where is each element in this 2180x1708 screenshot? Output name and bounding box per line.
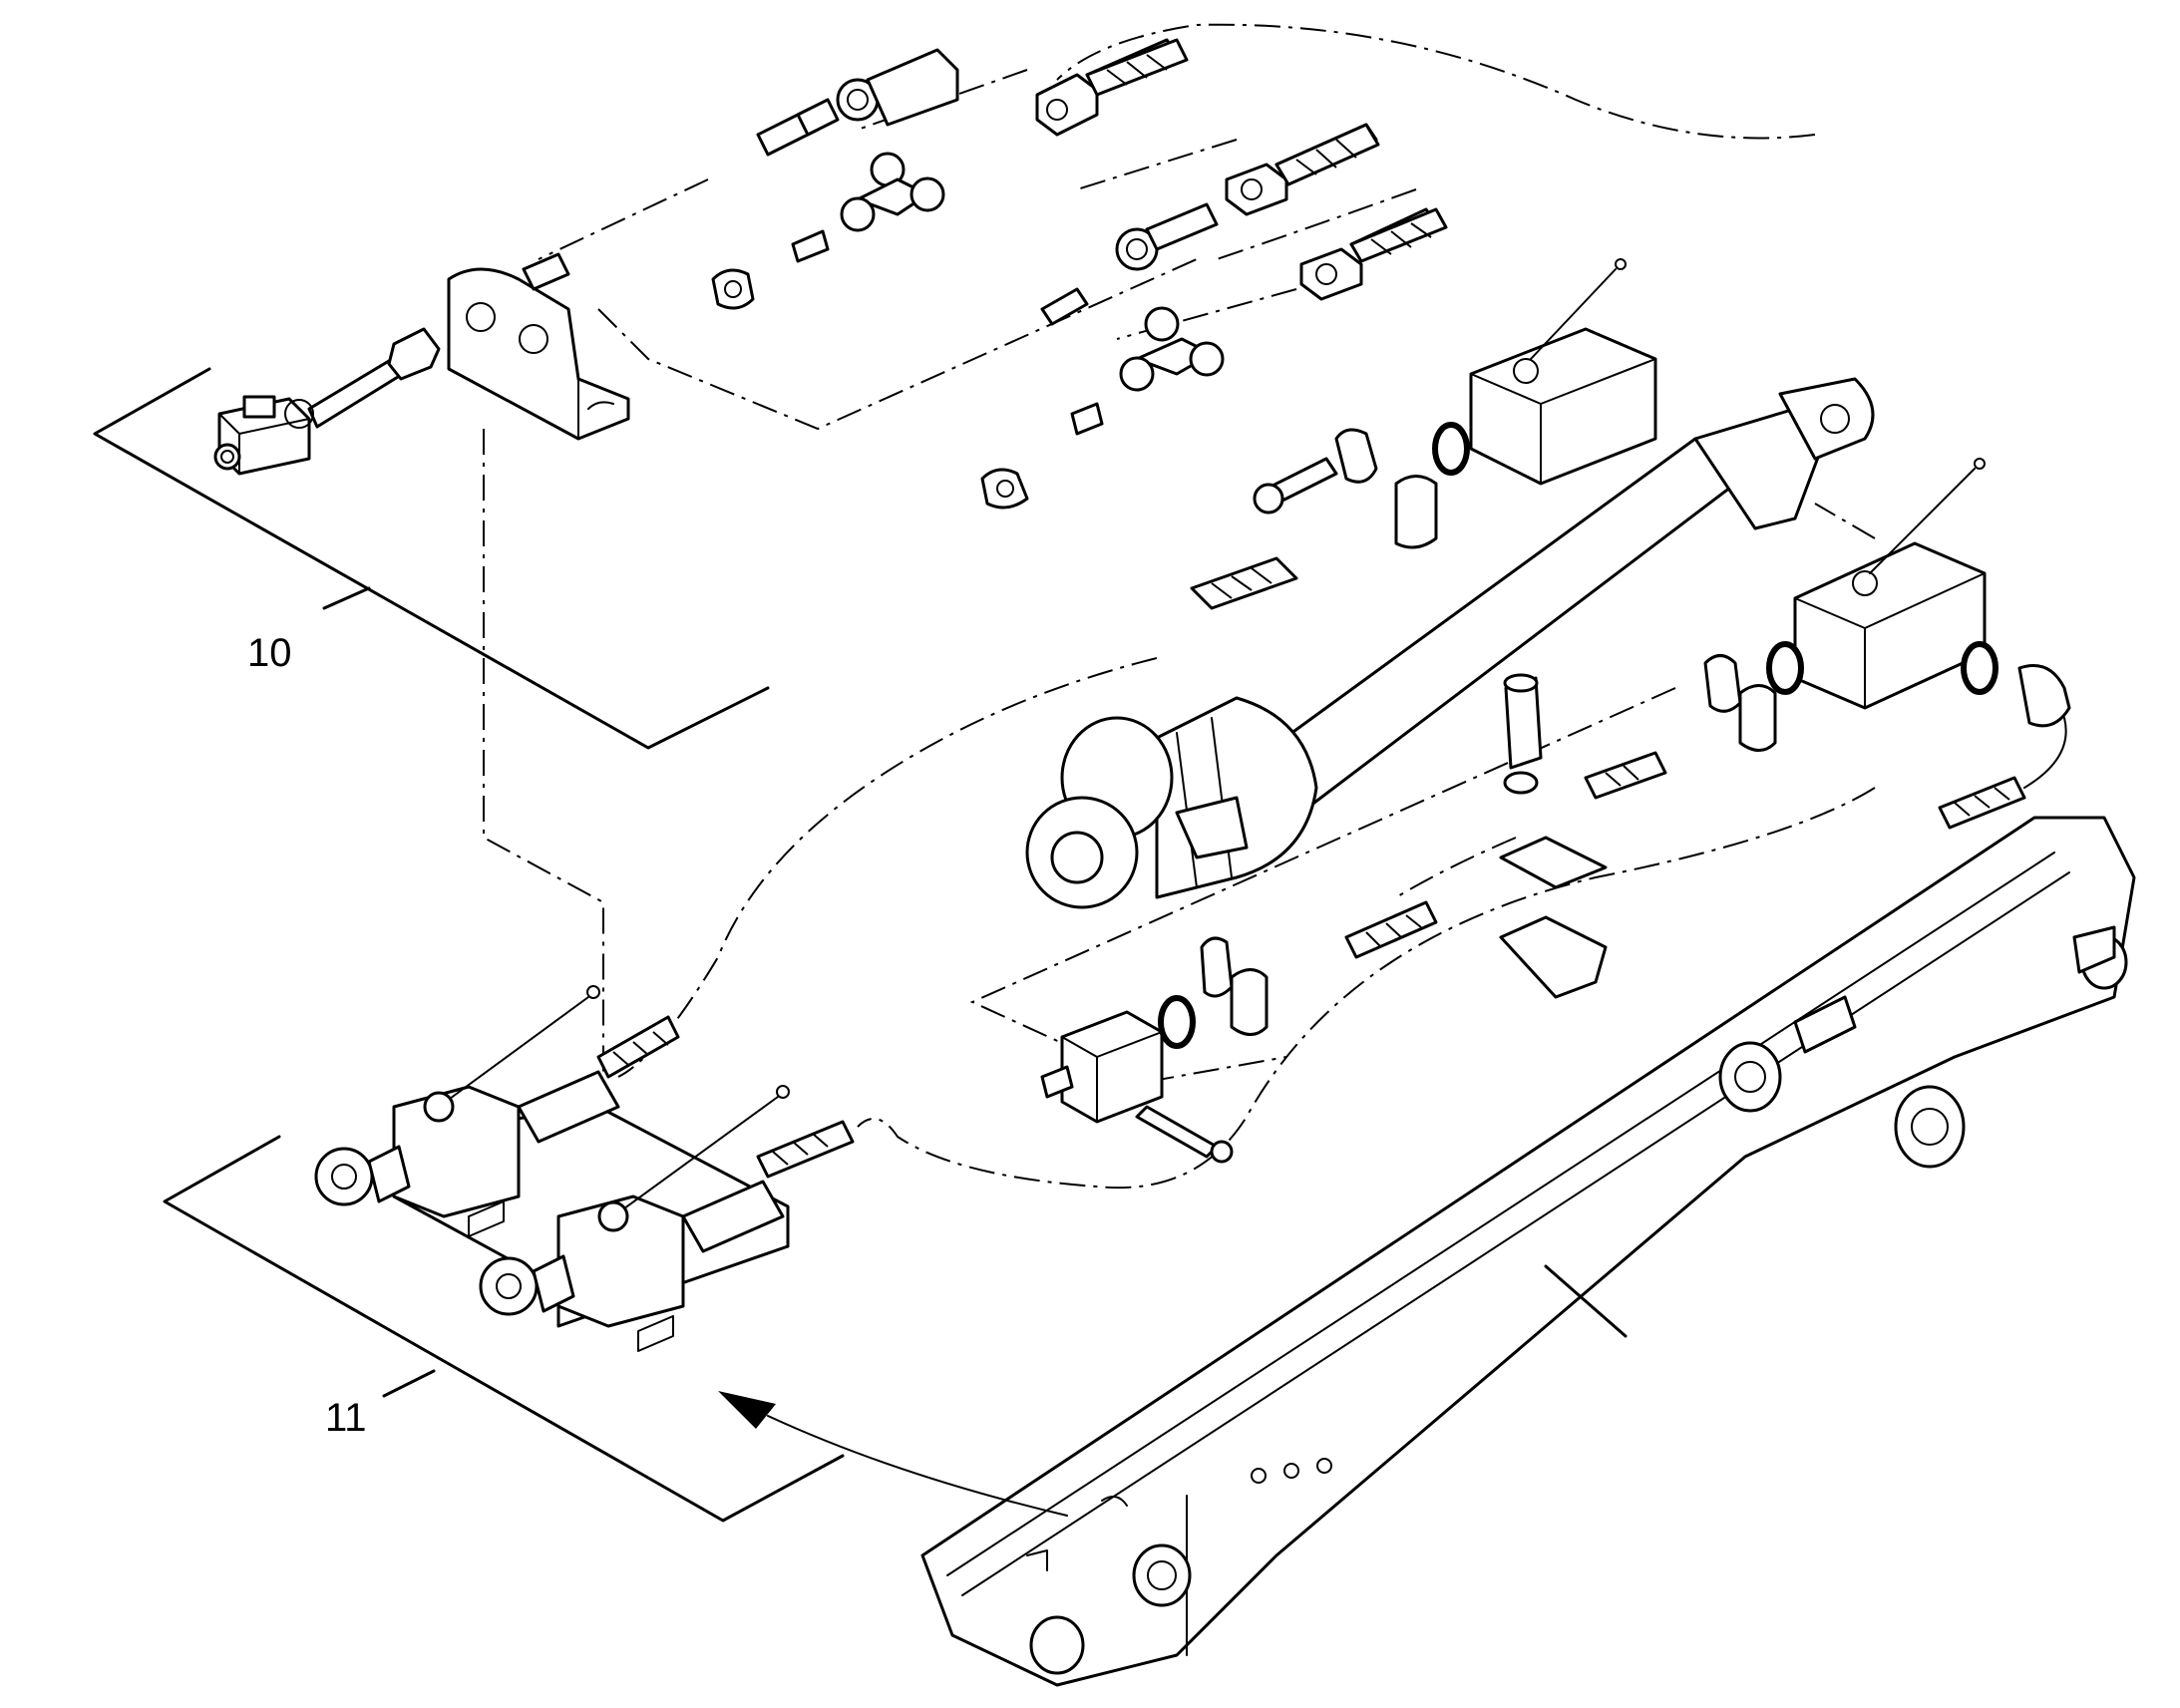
fasteners — [1135, 457, 1608, 1164]
assembly-11-bracket-frame — [163, 1135, 845, 1523]
callout-10: 10 — [247, 631, 292, 675]
seals-and-flanges — [1158, 422, 2071, 1049]
manifold-block-upper — [1469, 258, 1657, 486]
manifold-block-right — [1793, 458, 1987, 710]
l-bracket — [447, 267, 630, 441]
leader-arrow — [718, 1391, 1068, 1517]
middle-fittings — [980, 123, 1438, 510]
hydraulic-cylinder — [1025, 377, 1875, 909]
gauge-valve-assembly — [213, 327, 441, 476]
assembly-10-bracket-frame — [93, 367, 770, 750]
boom-arm — [920, 816, 2136, 1687]
twin-ball-valve-assembly — [314, 985, 790, 1352]
manifold-block-lower — [1040, 1010, 1164, 1124]
top-fittings — [522, 38, 1179, 310]
callout-11: 11 — [325, 1396, 367, 1440]
hydraulic-hoses — [596, 38, 2067, 1179]
